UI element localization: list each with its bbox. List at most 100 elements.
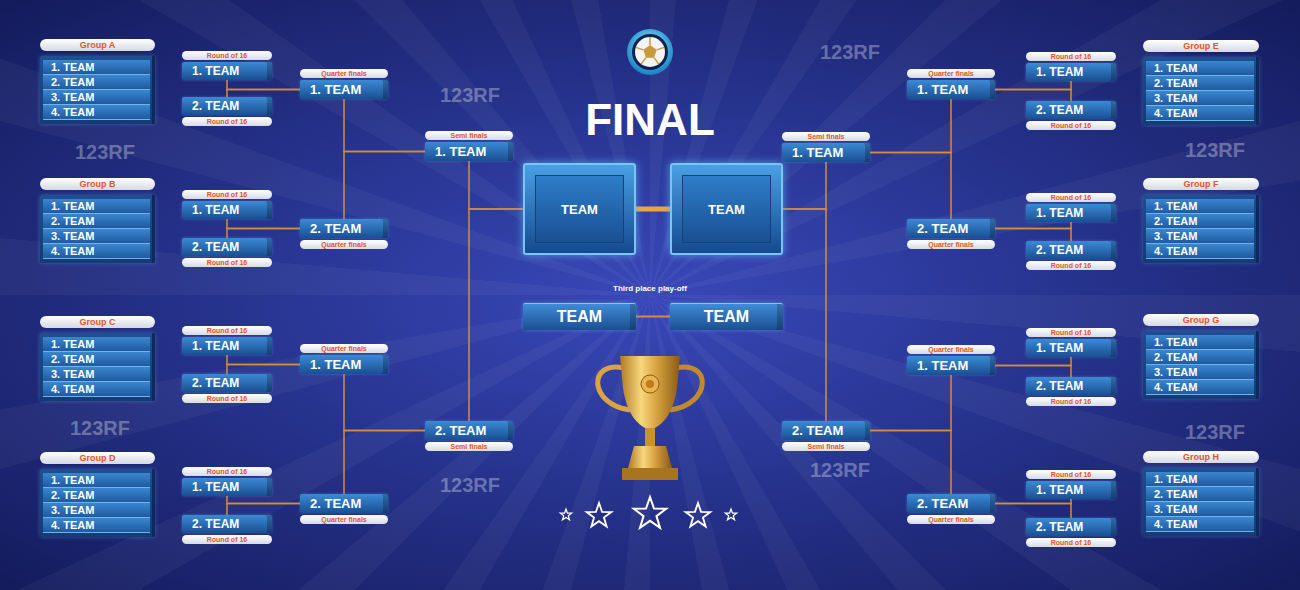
team-name: 1. TEAM <box>310 82 361 97</box>
group-heading-pill: Group D <box>40 452 155 464</box>
team-slot: 1. TEAM <box>907 356 995 375</box>
team-row: 4. TEAM <box>43 105 150 120</box>
team-name: 3. TEAM <box>1154 92 1197 104</box>
team-row: 2. TEAM <box>1146 76 1254 91</box>
group-heading-pill: Group E <box>1143 40 1259 52</box>
team-row: 1. TEAM <box>43 337 150 352</box>
team-name: 2. TEAM <box>1154 488 1197 500</box>
team-name: 1. TEAM <box>1154 473 1197 485</box>
team-name: 3. TEAM <box>51 504 94 516</box>
group-table: Group B1. TEAM2. TEAM3. TEAM4. TEAM <box>40 178 155 263</box>
group-heading: Group A <box>80 40 116 50</box>
group-table: Group E1. TEAM2. TEAM3. TEAM4. TEAM <box>1143 40 1259 125</box>
watermark: 123RF <box>1175 138 1255 162</box>
round-label: Round of 16 <box>1051 398 1091 405</box>
team-name: 3. TEAM <box>51 91 94 103</box>
team-name: 1. TEAM <box>51 474 94 486</box>
team-name: TEAM <box>704 308 749 325</box>
match-slot: 2. TEAM Quarter finals <box>300 219 388 249</box>
group-table: Group D1. TEAM2. TEAM3. TEAM4. TEAM <box>40 452 155 537</box>
team-name: 2. TEAM <box>1036 520 1083 534</box>
match-slot: 2. TEAMRound of 16 <box>182 515 272 544</box>
team-slot: 3. TEAM <box>1146 365 1254 380</box>
third-place-box: TEAM <box>670 303 783 330</box>
team-slot: 1. TEAM <box>1146 61 1254 76</box>
team-name: 1. TEAM <box>51 338 94 350</box>
round-label: Round of 16 <box>1051 262 1091 269</box>
round-label-pill: Quarter finals <box>907 69 995 78</box>
bracket-line <box>227 90 300 98</box>
team-row: 2. TEAM <box>43 75 150 90</box>
round-label-pill: Round of 16 <box>1026 261 1116 270</box>
round-label-pill: Round of 16 <box>1026 193 1116 202</box>
match-slot: Quarter finals1. TEAM <box>907 345 995 375</box>
final-team-box: TEAM <box>523 163 636 255</box>
team-row: 3. TEAM <box>1146 229 1254 244</box>
team-name: 1. TEAM <box>310 357 361 372</box>
team-slot: 4. TEAM <box>43 382 150 397</box>
team-slot: 1. TEAM <box>182 62 272 80</box>
team-slot: 1. TEAM <box>1026 204 1116 222</box>
watermark: 123RF <box>65 140 145 164</box>
ball-badge <box>627 29 673 75</box>
bracket-line <box>344 374 425 431</box>
team-slot: 2. TEAM <box>907 219 995 238</box>
bracket-line <box>227 80 300 90</box>
match-slot: Round of 161. TEAM <box>182 467 272 496</box>
match-slot: Quarter finals 1. TEAM <box>300 69 388 99</box>
team-row: 3. TEAM <box>43 367 150 382</box>
team-name: 3. TEAM <box>51 230 94 242</box>
team-name: TEAM <box>557 308 602 325</box>
team-slot: 2. TEAM <box>1026 241 1116 259</box>
round-label: Round of 16 <box>1051 122 1091 129</box>
team-name: 1. TEAM <box>435 144 486 159</box>
team-slot: 2. TEAM <box>1146 76 1254 91</box>
team-name: 2. TEAM <box>1036 243 1083 257</box>
group-table: Group G1. TEAM2. TEAM3. TEAM4. TEAM <box>1143 314 1259 399</box>
round-label-pill: Semi finals <box>425 131 513 140</box>
round-label-pill: Round of 16 <box>1026 470 1116 479</box>
group-heading-pill: Group H <box>1143 451 1259 463</box>
team-row: 3. TEAM <box>1146 502 1254 517</box>
team-name: 2. TEAM <box>1154 77 1197 89</box>
team-name: 2. TEAM <box>310 221 361 236</box>
team-row: 4. TEAM <box>43 518 150 533</box>
team-name: 2. TEAM <box>435 423 486 438</box>
section-label: Third place play-off <box>550 284 750 294</box>
team-row: 1. TEAM <box>1146 335 1254 350</box>
group-heading-pill: Group F <box>1143 178 1259 190</box>
round-label-pill: Quarter finals <box>300 69 388 78</box>
round-label-pill: Quarter finals <box>300 240 388 249</box>
team-slot: 3. TEAM <box>43 90 150 105</box>
team-name: 1. TEAM <box>192 64 239 78</box>
team-slot: 3. TEAM <box>1146 502 1254 517</box>
team-row: 2. TEAM <box>43 214 150 229</box>
team-slot: 1. TEAM <box>1026 63 1116 81</box>
bracket-line <box>995 222 1071 229</box>
watermark: 123RF <box>430 473 510 497</box>
match-slot: Round of 161. TEAM <box>1026 470 1116 499</box>
round-label-pill: Round of 16 <box>182 117 272 126</box>
round-label: Semi finals <box>808 443 845 450</box>
round-label: Round of 16 <box>1051 194 1091 201</box>
team-name: 4. TEAM <box>51 383 94 395</box>
round-label-pill: Semi finals <box>425 442 513 451</box>
team-slot: 1. TEAM <box>907 80 995 99</box>
round-label: Round of 16 <box>207 395 247 402</box>
team-row: 4. TEAM <box>1146 380 1254 395</box>
match-slot: 2. TEAMSemi finals <box>782 421 870 451</box>
group-heading-pill: Group A <box>40 39 155 51</box>
round-label: Round of 16 <box>207 327 247 334</box>
team-name: 2. TEAM <box>192 517 239 531</box>
team-slot: 1. TEAM <box>782 143 870 162</box>
round-label-pill: Round of 16 <box>1026 328 1116 337</box>
watermark: 123RF <box>430 83 510 107</box>
team-name: 1. TEAM <box>917 358 968 373</box>
team-slot: 2. TEAM <box>907 494 995 513</box>
round-label: Quarter finals <box>928 516 974 523</box>
team-slot: 2. TEAM <box>300 219 388 238</box>
team-slot: 1. TEAM <box>43 199 150 214</box>
team-slot: 1. TEAM <box>43 473 150 488</box>
